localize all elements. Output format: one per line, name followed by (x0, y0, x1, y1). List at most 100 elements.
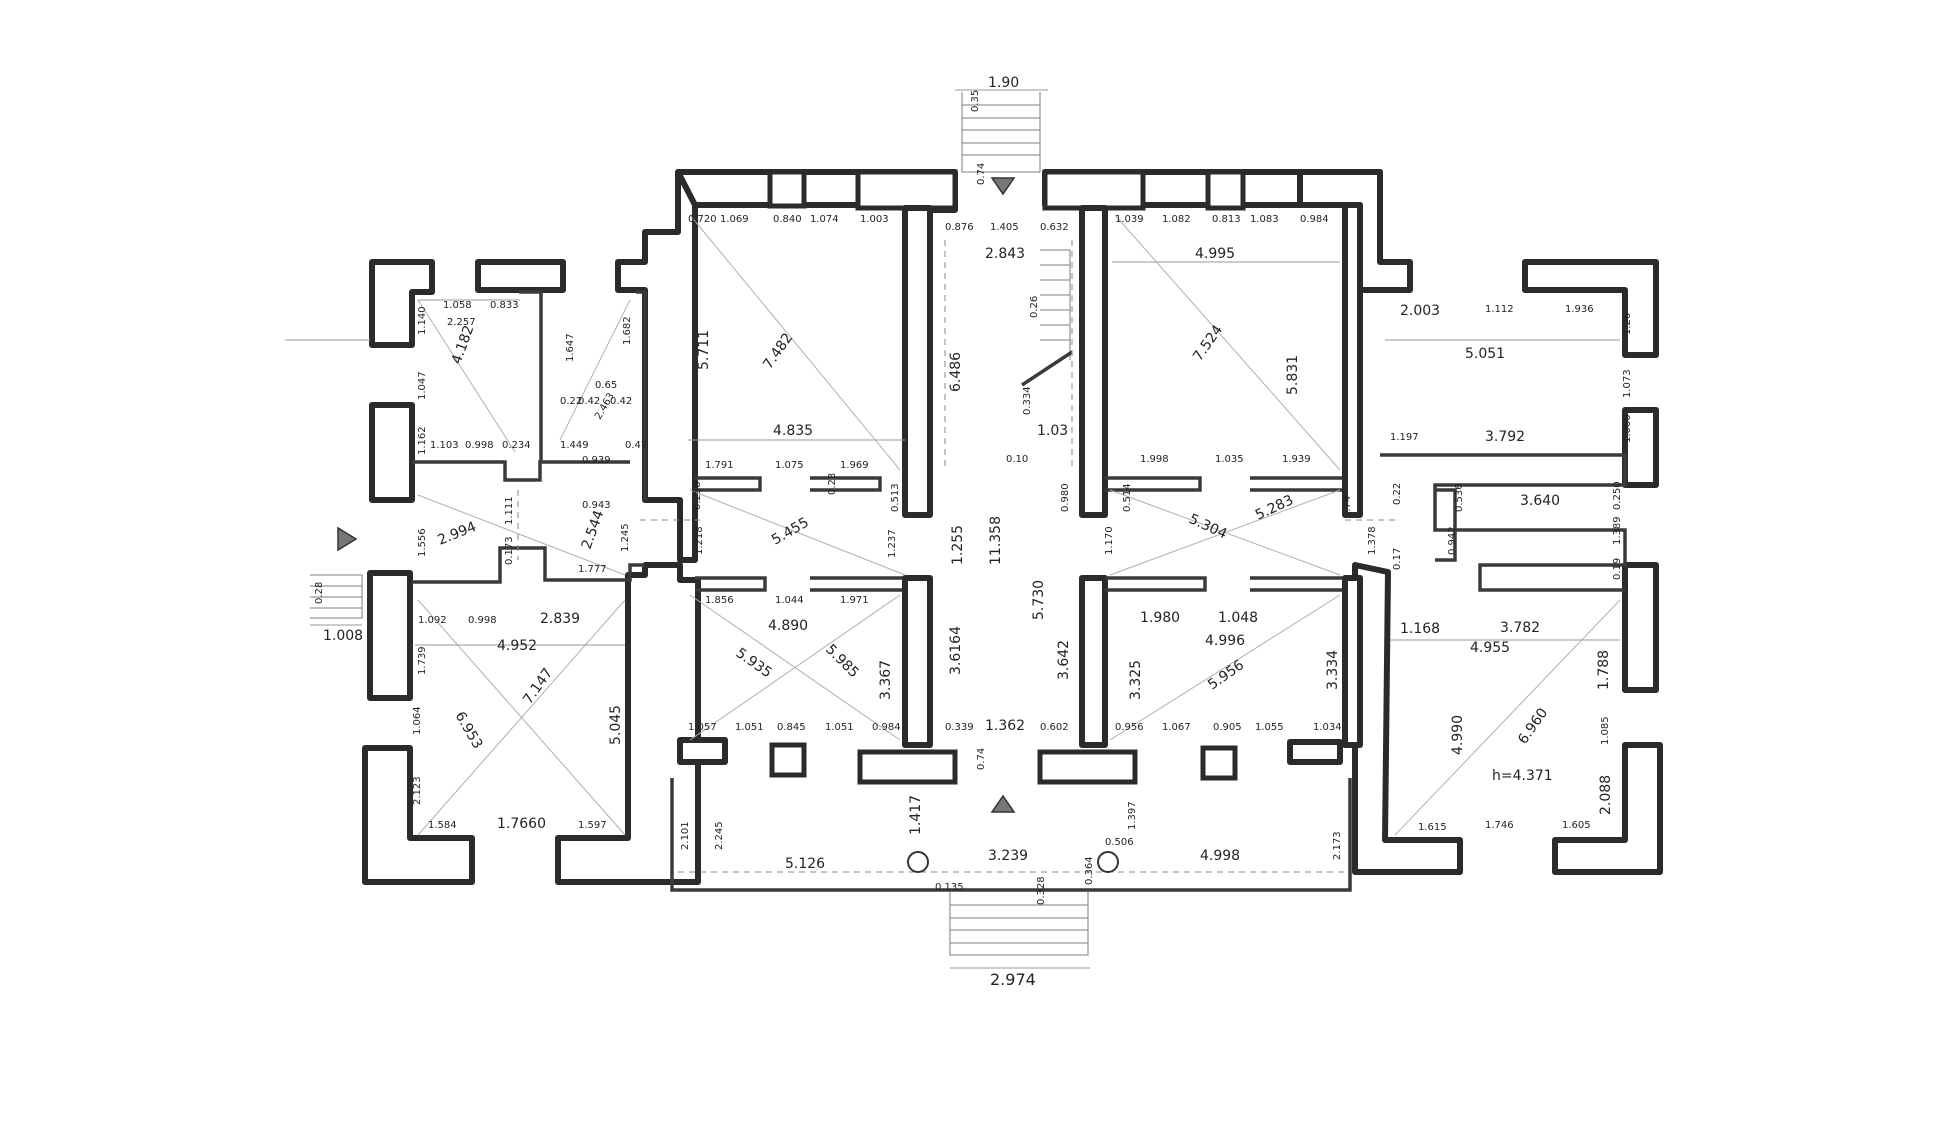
dim-c3-b5: 0.984 (872, 722, 901, 733)
dim-e2-1: 0.514 (1122, 483, 1133, 512)
dim-me-8: 0.19 (1612, 558, 1623, 580)
dim-wc-9: 0.42 (610, 396, 632, 407)
west-entry-marker (337, 526, 358, 552)
dim-sw-diag2: 7.147 (520, 665, 556, 707)
dim-me-7: 0.17 (1392, 548, 1403, 570)
dim-ter-6: 4.998 (1200, 848, 1240, 864)
dim-c1-t2: 1.069 (720, 214, 749, 225)
east-wing-top-right (1522, 259, 1659, 358)
central-left-divider-2 (810, 476, 882, 492)
top-stairs (961, 92, 1041, 173)
se-diag (1394, 599, 1621, 836)
west-wing-wall (369, 259, 435, 348)
bottom-stairs (949, 892, 1089, 956)
dim-ter-4: 5.126 (785, 856, 825, 872)
stair-wall-left-lower (902, 575, 933, 748)
dim-e1-t1: 1.039 (1115, 214, 1144, 225)
central-top-pier-4 (1205, 169, 1246, 211)
east-room-divider-lower (1342, 575, 1363, 748)
bottom-central-pier-left (677, 737, 728, 765)
dim-e1-h: 5.831 (1285, 355, 1301, 395)
dim-nw-1: 1.058 (443, 300, 472, 311)
dim-nw-5: 1.103 (430, 440, 459, 451)
dim-ter-9: 2.173 (1332, 831, 1343, 860)
dim-c3-w: 4.890 (768, 618, 808, 634)
bottom-pier-2 (857, 749, 958, 785)
dim-nw-7: 0.234 (502, 440, 531, 451)
central-left-divider-4 (810, 576, 912, 592)
dim-st-11: 1.255 (950, 525, 966, 565)
stair-break-line (1021, 350, 1073, 387)
dim-ter-11: 0.328 (1036, 876, 1047, 905)
dim-e2-4: 5.283 (1253, 492, 1296, 523)
bottom-pier-4 (1200, 745, 1238, 781)
west-wing-top-right (615, 169, 698, 563)
dim-st-19: 0.74 (976, 163, 987, 185)
central-left-divider-3 (695, 576, 767, 592)
dim-sw-8: 2.123 (412, 776, 423, 805)
dim-e3-b1: 0.956 (1115, 722, 1144, 733)
dim-hall-8: 0.173 (504, 536, 515, 565)
dim-ne-4: 1.26 (1622, 313, 1633, 335)
dim-c3-h: 3.367 (878, 660, 894, 700)
dim-ne-2: 1.112 (1485, 304, 1514, 315)
dim-nw-3: 2.257 (447, 317, 476, 328)
east-wing-right-lower (1552, 742, 1663, 875)
e1-diag (1114, 214, 1341, 471)
dim-e1-b2: 1.035 (1215, 454, 1244, 465)
wc-wall-right (636, 290, 647, 500)
dim-sw-3: 2.839 (540, 611, 580, 627)
dim-e3-2: 1.048 (1218, 610, 1258, 626)
column-right (1097, 851, 1119, 873)
dim-e3-b5: 1.034 (1313, 722, 1342, 733)
dim-st-16: 0.339 (945, 722, 974, 733)
dim-se-10: 1.605 (1562, 820, 1591, 831)
east-central-divider-4 (1250, 576, 1347, 592)
dim-c1-t4: 1.074 (810, 214, 839, 225)
column-left (907, 851, 929, 873)
dim-ter-10: 0.135 (935, 882, 964, 893)
dim-c3-b2: 1.051 (735, 722, 764, 733)
bottom-pier-3 (1037, 749, 1138, 785)
dim-sw-11: 1.597 (578, 820, 607, 831)
stair-wall-right (1079, 205, 1108, 518)
dim-hall-3: 1.245 (620, 523, 631, 552)
dim-wc-5: 1.449 (560, 440, 589, 451)
dim-sw-5: 1.739 (417, 646, 428, 675)
dim-e3-w: 4.996 (1205, 633, 1245, 649)
central-staircase (944, 240, 1073, 470)
dim-se-5: 4.990 (1450, 715, 1466, 755)
dim-st-8: 1.03 (1037, 423, 1068, 439)
dim-c1-t3: 0.840 (773, 214, 802, 225)
stair-wall-right-lower (1079, 575, 1108, 748)
bottom-terrace (285, 89, 1352, 969)
dim-ne-1: 2.003 (1400, 303, 1440, 319)
dim-c3-t3: 1.971 (840, 595, 869, 606)
east-room-divider-wall (1342, 202, 1363, 518)
dim-nw-6: 0.998 (465, 440, 494, 451)
dim-me-4: 0.250 (1612, 481, 1623, 510)
dim-ter-1: 1.417 (908, 795, 924, 835)
dim-st-20: 0.74 (976, 748, 987, 770)
dim-st-6: 0.26 (1029, 296, 1040, 318)
east-wing-right-mid (1622, 562, 1659, 693)
exterior-walls (362, 169, 1663, 885)
dim-c1-diag: 7.482 (760, 330, 796, 372)
dim-c2-diag: 5.455 (769, 515, 812, 549)
dim-e3-b2: 1.067 (1162, 722, 1191, 733)
dim-sw-10: 1.7660 (497, 816, 546, 832)
east-wing-top-connector (1297, 169, 1413, 293)
dim-ter-7: 1.397 (1127, 801, 1138, 830)
dim-c3-t1: 1.856 (705, 595, 734, 606)
dim-wc-10: 0.65 (595, 380, 617, 391)
dim-me-5: 0.942 (1447, 526, 1458, 555)
west-wing-left-upper (369, 402, 415, 503)
bottom-pier-1 (769, 742, 807, 778)
dim-hall-7: 1.556 (417, 528, 428, 557)
dim-st-13: 5.730 (1031, 580, 1047, 620)
dim-ne-8: 1.060 (1622, 414, 1633, 443)
dim-se-h: h=4.371 (1492, 768, 1553, 784)
left-entry-stairs (310, 574, 363, 619)
dim-sw-9: 1.584 (428, 820, 457, 831)
